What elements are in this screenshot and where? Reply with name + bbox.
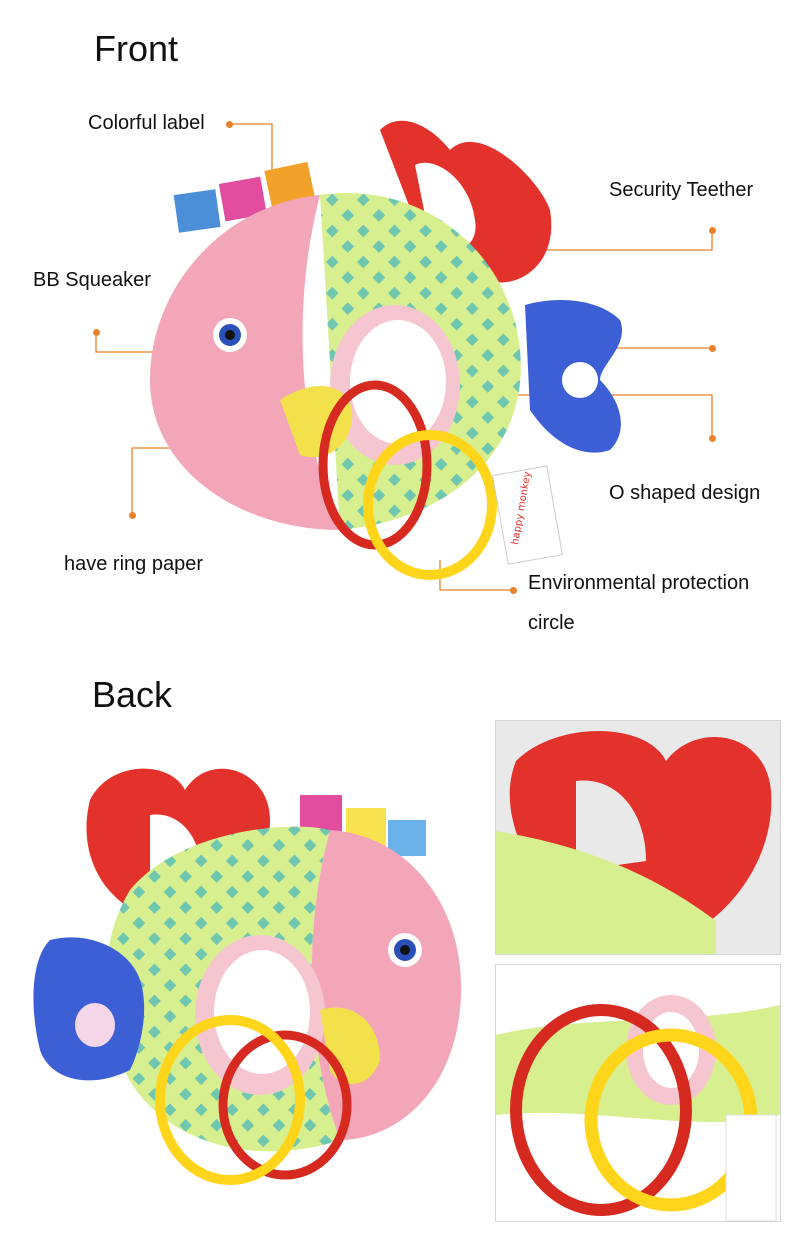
back-label-3 — [388, 820, 426, 856]
environmental-line-1: Environmental protection — [528, 572, 750, 594]
security-teether-text: Security Teether — [609, 179, 754, 201]
teether-fin-dot — [709, 345, 716, 352]
environmental-circle-dot — [510, 587, 517, 594]
colorful-label-text: Colorful label — [88, 112, 205, 134]
environmental-line-2: circle — [528, 612, 575, 634]
front-heading: Front — [94, 28, 179, 69]
o-shaped-dot — [709, 435, 716, 442]
environmental-circle-text: Environmental protection circle — [528, 563, 749, 643]
inset-closeup-teether — [495, 720, 781, 955]
back-heading: Back — [92, 674, 173, 715]
front-toy-photo: happy monkey — [150, 120, 623, 580]
security-teether-dot — [709, 227, 716, 234]
inset-closeup-rings — [495, 964, 781, 1222]
label-tag-2 — [218, 176, 267, 222]
bb-squeaker-text: BB Squeaker — [33, 269, 151, 291]
fish-body-pink — [150, 195, 340, 530]
bb-squeaker-dot — [93, 329, 100, 336]
o-shaped-text: O shaped design — [609, 482, 761, 504]
label-tag-1 — [173, 189, 221, 233]
colorful-label-dot — [226, 121, 233, 128]
ring-paper-text: have ring paper — [64, 553, 203, 575]
back-toy-photo — [33, 768, 462, 1185]
ring-paper-dot — [129, 512, 136, 519]
